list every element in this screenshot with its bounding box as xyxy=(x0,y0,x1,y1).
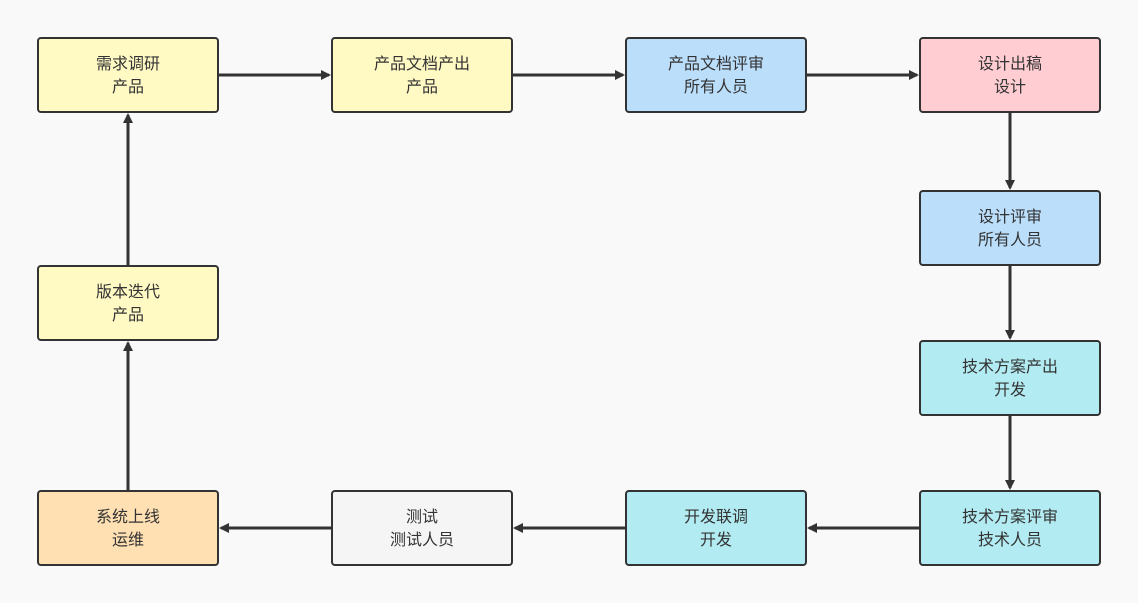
node-version-iteration: 版本迭代 产品 xyxy=(37,265,219,341)
node-title: 开发联调 xyxy=(683,507,748,526)
node-role: 开发 xyxy=(699,530,732,549)
node-title: 测试 xyxy=(405,507,438,526)
node-design-review: 设计评审 所有人员 xyxy=(919,190,1101,266)
node-role: 运维 xyxy=(111,530,144,549)
node-title: 需求调研 xyxy=(95,54,160,73)
node-testing: 测试 测试人员 xyxy=(331,490,513,566)
node-product-doc-review: 产品文档评审 所有人员 xyxy=(625,37,807,113)
node-role: 所有人员 xyxy=(683,77,748,96)
node-title: 系统上线 xyxy=(95,507,160,526)
node-role: 设计 xyxy=(993,77,1026,96)
node-tech-plan-review: 技术方案评审 技术人员 xyxy=(919,490,1101,566)
node-system-launch: 系统上线 运维 xyxy=(37,490,219,566)
node-role: 技术人员 xyxy=(977,530,1042,549)
node-title: 技术方案评审 xyxy=(961,507,1058,526)
node-role: 开发 xyxy=(993,380,1026,399)
node-tech-plan-output: 技术方案产出 开发 xyxy=(919,340,1101,416)
node-title: 版本迭代 xyxy=(95,282,160,301)
node-title: 产品文档评审 xyxy=(667,54,764,73)
node-product-doc-output: 产品文档产出 产品 xyxy=(331,37,513,113)
node-design-draft: 设计出稿 设计 xyxy=(919,37,1101,113)
node-title: 设计出稿 xyxy=(977,54,1042,73)
node-requirement-research: 需求调研 产品 xyxy=(37,37,219,113)
node-role: 所有人员 xyxy=(977,230,1042,249)
node-role: 产品 xyxy=(111,305,144,324)
node-role: 产品 xyxy=(111,77,144,96)
node-dev-integration: 开发联调 开发 xyxy=(625,490,807,566)
node-title: 技术方案产出 xyxy=(961,357,1058,376)
node-role: 产品 xyxy=(405,77,438,96)
node-role: 测试人员 xyxy=(389,530,454,549)
node-title: 设计评审 xyxy=(977,207,1042,226)
node-title: 产品文档产出 xyxy=(373,54,470,73)
